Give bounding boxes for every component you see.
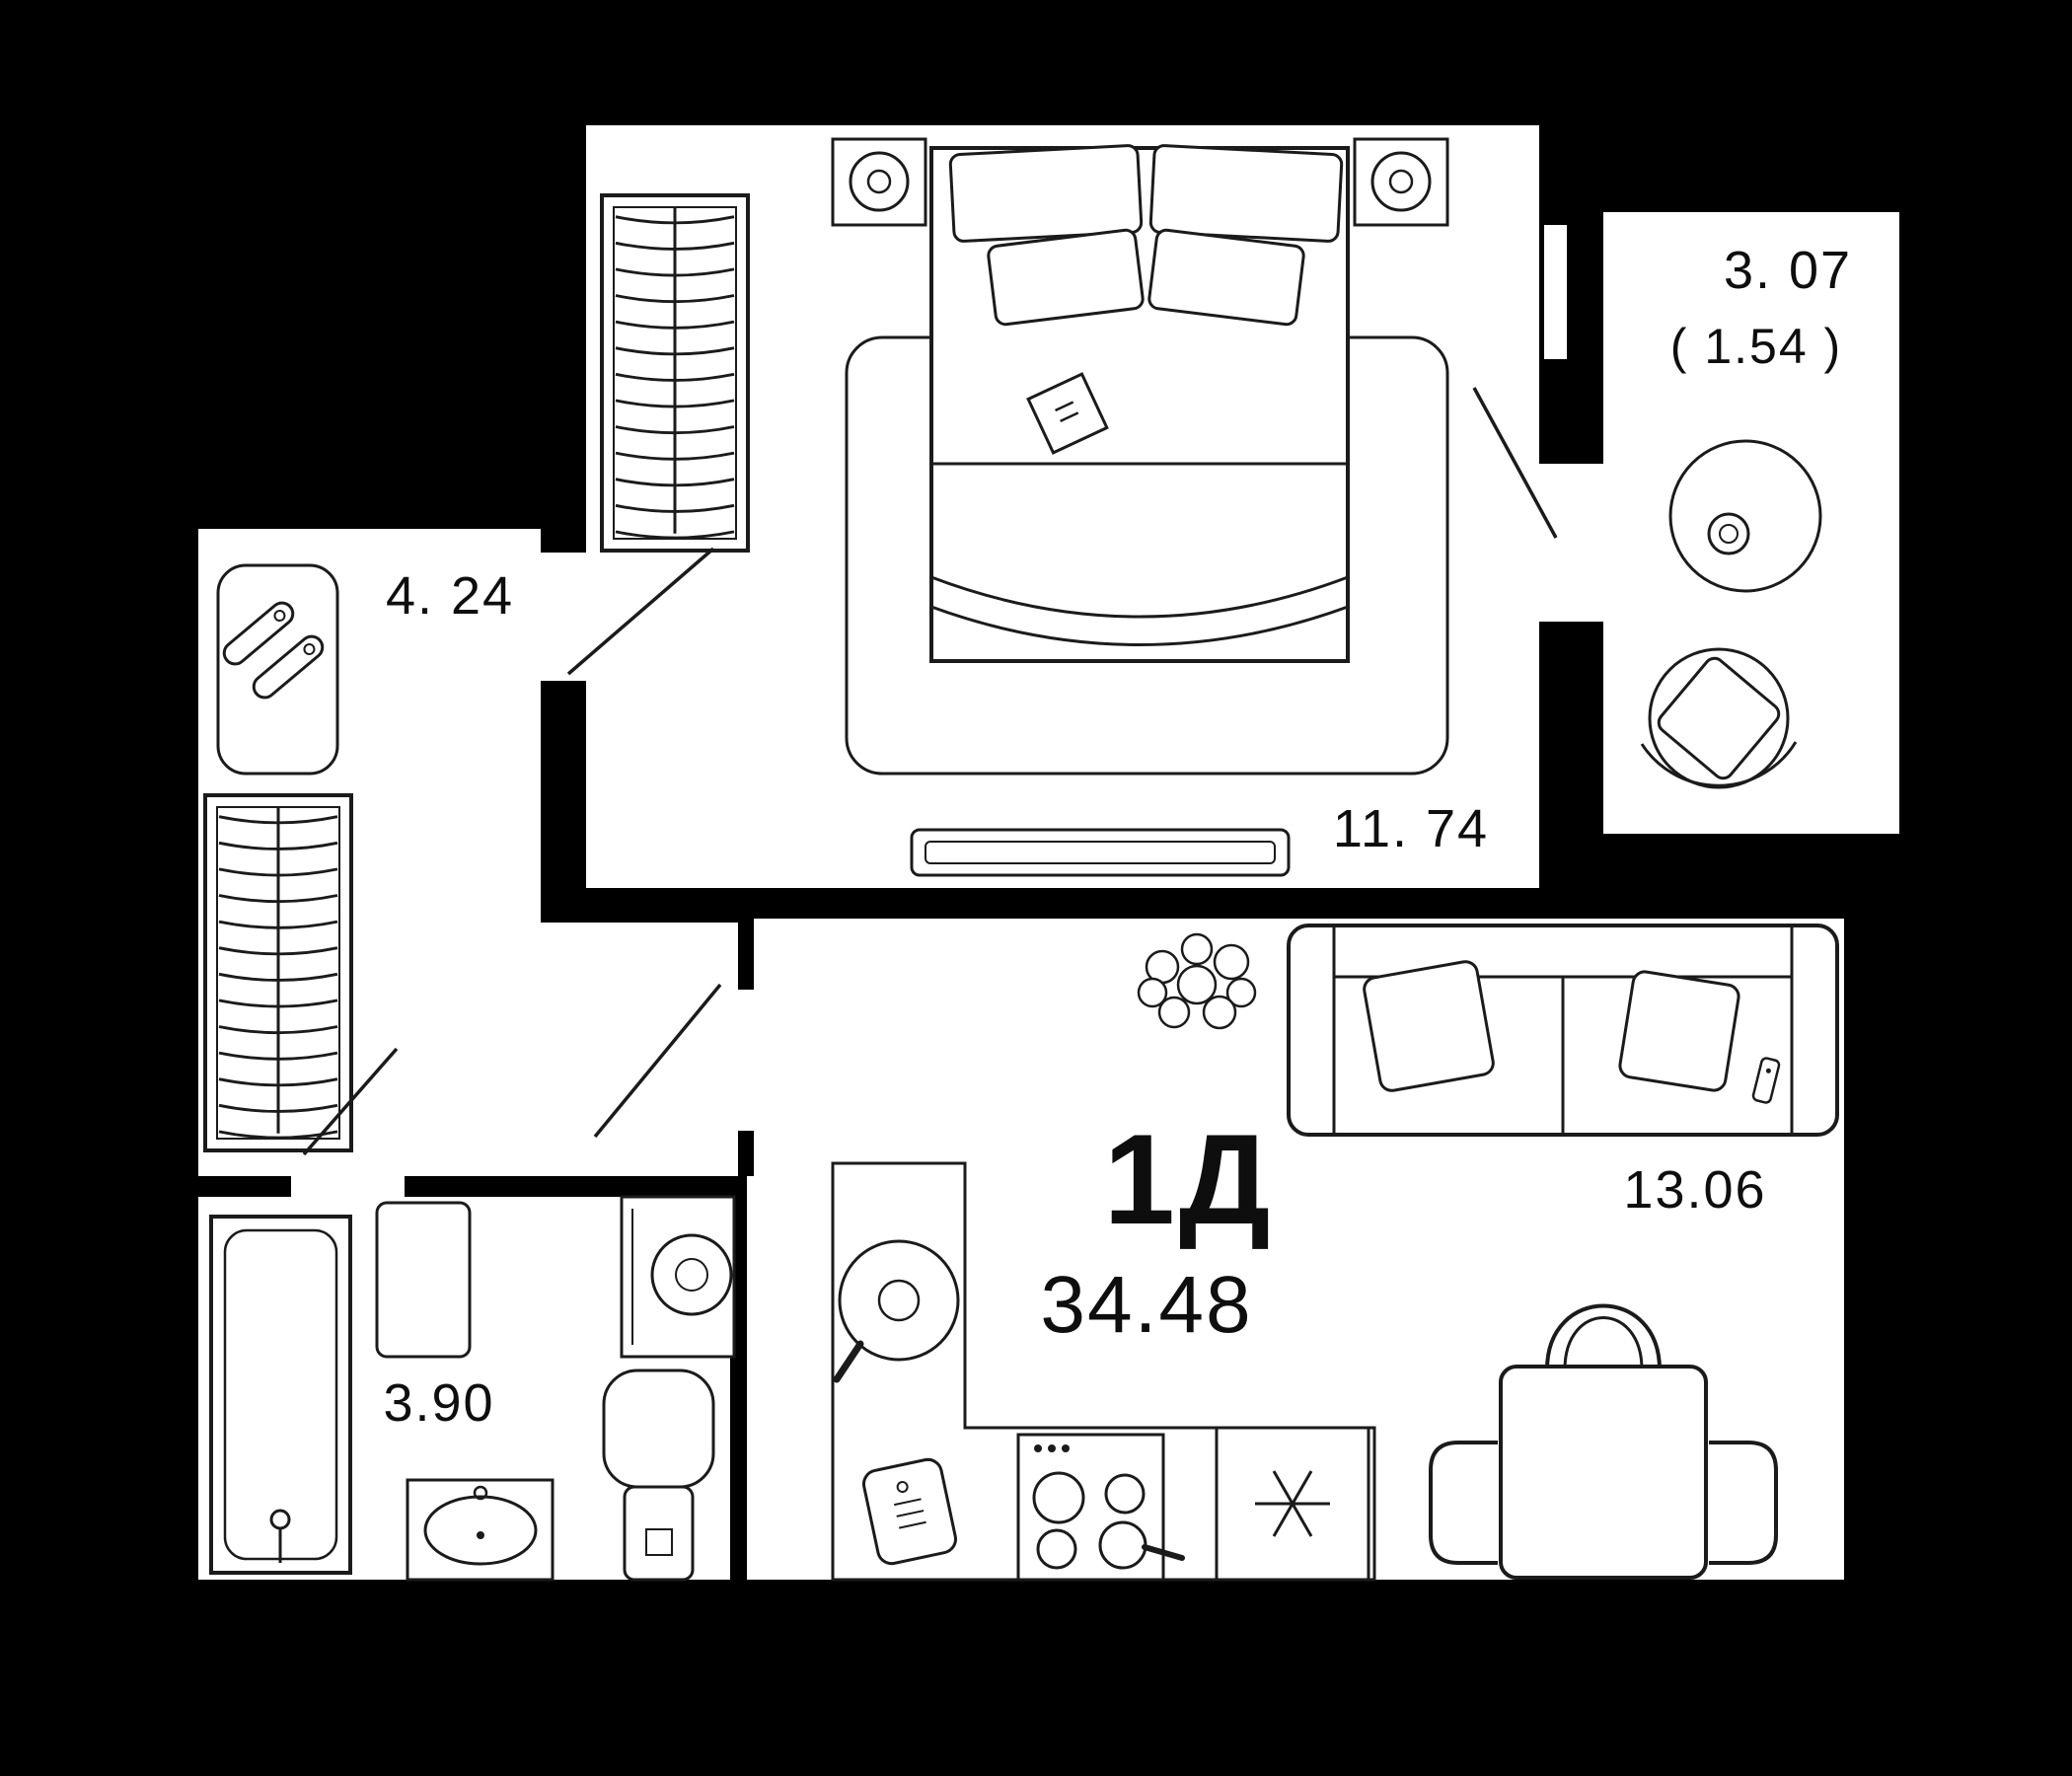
kitchen-sink-icon: [833, 1239, 960, 1383]
cutting-board-icon: [861, 1457, 958, 1566]
bathtub-icon: [209, 1215, 352, 1575]
plant-icon: [1137, 932, 1257, 1030]
double-bed-icon: [929, 144, 1350, 663]
wall-stub: [738, 1131, 754, 1176]
washbasin-icon: [406, 1478, 555, 1582]
kitchen-door-swing: [593, 983, 722, 1139]
chair-icon: [1709, 1441, 1778, 1565]
bedroom-doorway: [541, 553, 586, 681]
bedroom-door-swing: [566, 547, 715, 676]
dining-table-icon: [1499, 1365, 1708, 1580]
bed-runner-rug-icon: [910, 828, 1291, 877]
pillow-icon: [1363, 960, 1495, 1092]
wardrobe-icon: [203, 793, 353, 1152]
refrigerator-icon: [1215, 1426, 1370, 1582]
remote-icon: [1751, 1057, 1781, 1104]
pillow-icon: [1618, 970, 1740, 1092]
bathroom-doorway: [291, 1176, 405, 1197]
washing-machine-icon: [375, 1201, 472, 1359]
bathroom-area-label: 3.90: [383, 1373, 494, 1433]
unit-type-label: 1Д: [1104, 1107, 1275, 1251]
shoe-bench-icon: [216, 563, 339, 776]
toilet-icon: [602, 1369, 715, 1582]
dining-set-icon: [1429, 1303, 1778, 1580]
nightstand-icon: [1353, 137, 1449, 227]
armchair-icon: [1640, 647, 1798, 789]
round-table-icon: [1668, 439, 1822, 593]
balcony-doorway: [1539, 464, 1603, 622]
cooktop-icon: [1016, 1433, 1185, 1582]
total-area-label: 34.48: [1040, 1260, 1252, 1350]
nightstand-icon: [831, 137, 927, 227]
hallway-area-label: 4. 24: [386, 566, 514, 626]
wardrobe-icon: [600, 193, 750, 553]
chair-icon: [1545, 1303, 1662, 1370]
corridor-area: [541, 923, 747, 1176]
balcony-area-label: 3. 07: [1724, 241, 1852, 300]
bedroom-area-label: 11. 74: [1333, 799, 1489, 858]
water-heater-icon: [620, 1195, 736, 1359]
bed-tag-icon: [1026, 372, 1109, 455]
chair-icon: [1429, 1441, 1498, 1565]
balcony-area-reduced-label: ( 1.54 ): [1670, 319, 1842, 374]
bathroom-door-swing: [302, 1047, 399, 1156]
wall-stub: [738, 919, 754, 990]
balcony-window-bar: [1544, 225, 1567, 359]
balcony-door-swing: [1472, 387, 1558, 539]
sofa-icon: [1287, 924, 1839, 1137]
living-kitchen-area-label: 13.06: [1623, 1160, 1766, 1220]
chair-icon: [1563, 1316, 1644, 1370]
